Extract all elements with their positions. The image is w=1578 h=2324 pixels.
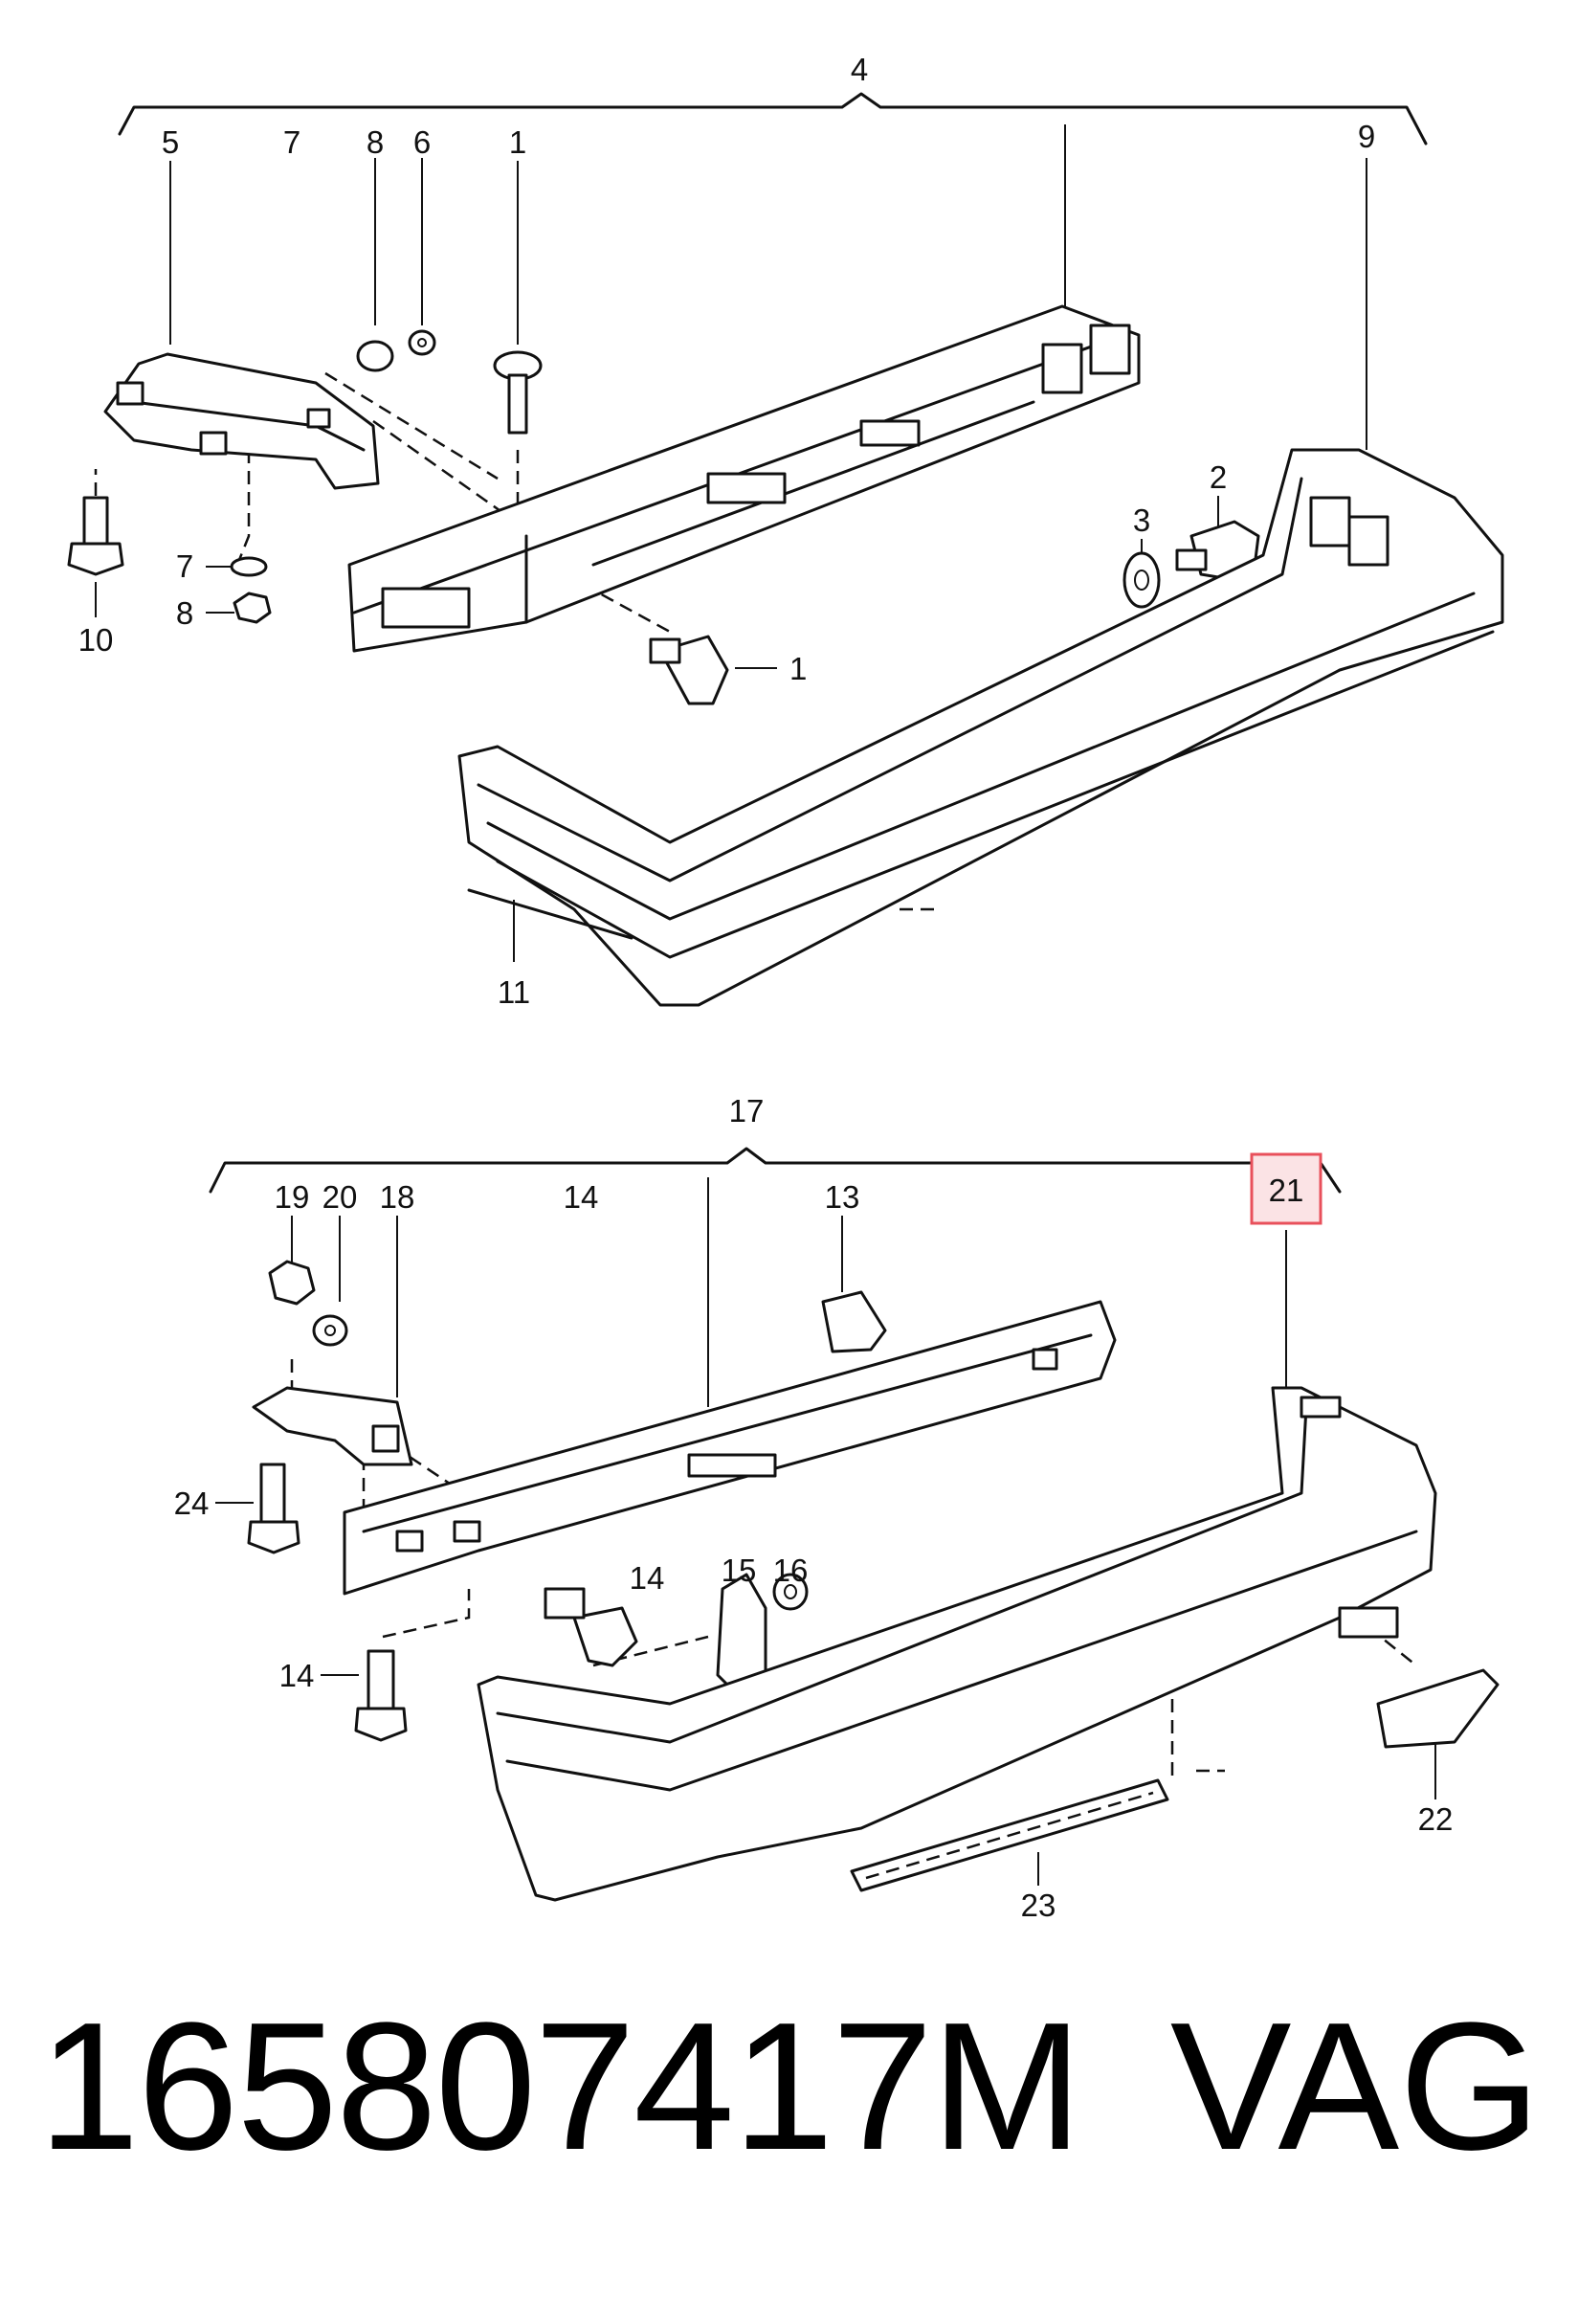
callout-label: 23 <box>1021 1888 1056 1923</box>
part-number: 165807417M <box>38 1985 1082 2188</box>
callout-label: 17 <box>729 1093 765 1128</box>
callout-label: 7 <box>283 124 300 160</box>
callout-label highlighted-callout: 21 <box>1269 1173 1304 1208</box>
callout-label: 13 <box>825 1179 860 1215</box>
callout-label: 9 <box>1358 119 1375 154</box>
callout-label: 3 <box>1133 503 1150 538</box>
callout-label: 4 <box>851 52 868 87</box>
callout-label: 1 <box>509 124 526 160</box>
footer: 165807417M VAG <box>38 1991 1541 2182</box>
callout-label: 7 <box>176 548 193 584</box>
callout-labels: 4 5 7 8 6 1 9 2 3 7 8 10 1 11 17 19 20 1… <box>78 52 1454 1923</box>
callout-label: 22 <box>1418 1801 1454 1837</box>
callout-label: 5 <box>162 124 179 160</box>
callout-label: 14 <box>630 1560 665 1596</box>
callout-label: 20 <box>322 1179 358 1215</box>
callout-label: 8 <box>176 595 193 631</box>
callout-label: 10 <box>78 622 114 658</box>
callout-label: 2 <box>1210 459 1227 495</box>
bottom-assembly <box>209 1147 1500 1902</box>
parts-diagram: 4 5 7 8 6 1 9 2 3 7 8 10 1 11 17 19 20 1… <box>67 52 1504 1923</box>
callout-label: 11 <box>498 974 530 1010</box>
top-assembly <box>67 92 1504 1007</box>
callout-label: 18 <box>380 1179 415 1215</box>
callout-label: 16 <box>773 1553 809 1588</box>
callout-label: 24 <box>174 1486 210 1521</box>
callout-label: 6 <box>413 124 431 160</box>
callout-label: 14 <box>279 1658 315 1693</box>
highlight-box-21 <box>1250 1152 1322 1225</box>
callout-label: 19 <box>275 1179 310 1215</box>
callout-label: 14 <box>564 1179 599 1215</box>
callout-label: 8 <box>367 124 384 160</box>
callout-label: 1 <box>789 651 807 686</box>
callout-label: 15 <box>722 1553 757 1588</box>
brand-name: VAG <box>1169 1985 1541 2188</box>
